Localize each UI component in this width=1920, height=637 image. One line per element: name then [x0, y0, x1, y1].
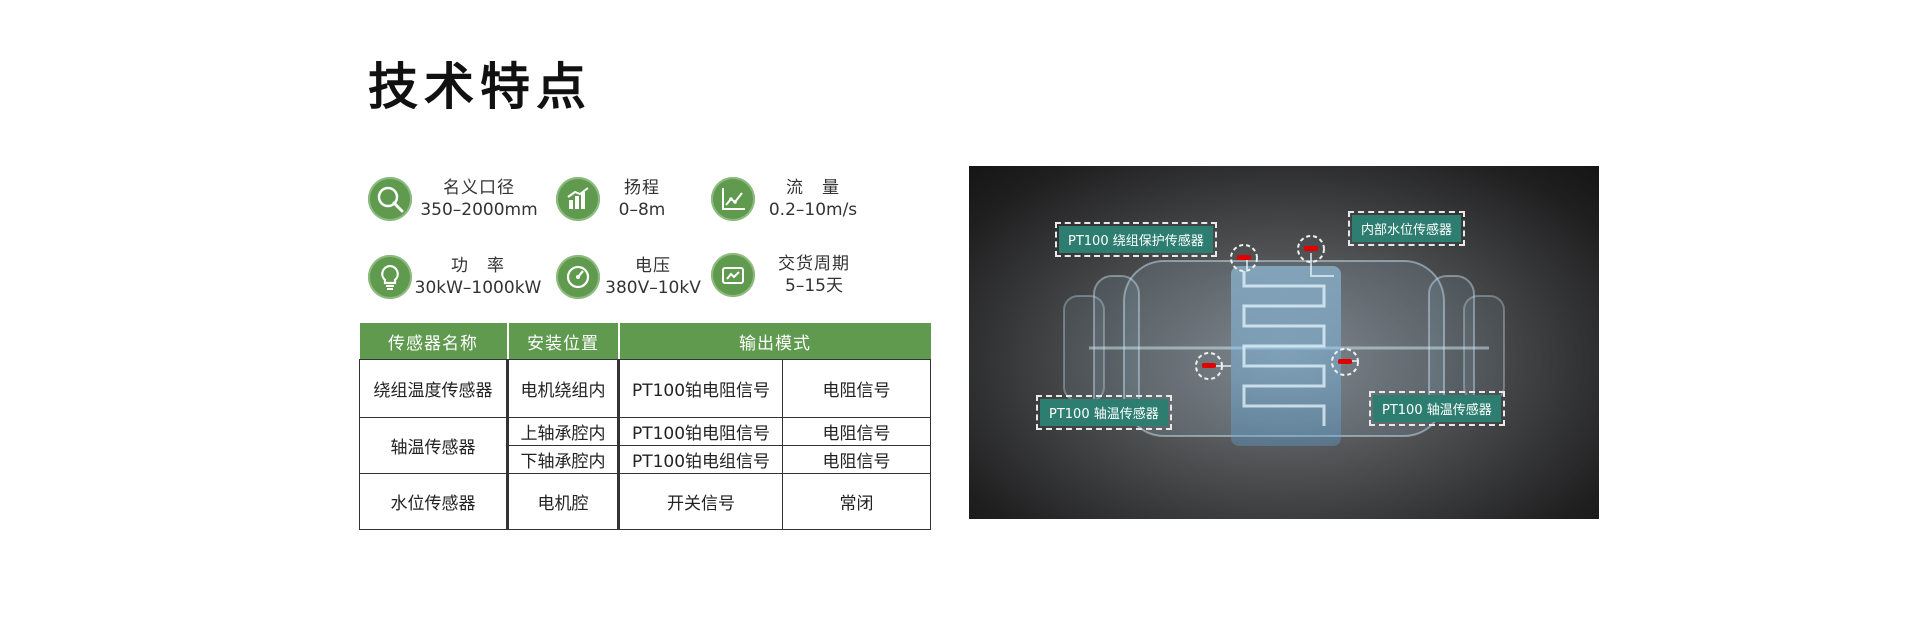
- spec-value: 380V–10kV: [605, 278, 701, 298]
- spec-label: 名义口径: [443, 178, 515, 198]
- table-row: 绕组温度传感器 电机绕组内 PT100铂电阻信号 电阻信号: [359, 359, 931, 418]
- spec-value: 350–2000mm: [420, 200, 538, 220]
- sensor-marker-water-level: [1297, 235, 1325, 263]
- cell-signal: 开关信号: [617, 473, 783, 530]
- magnifier-icon: [368, 177, 412, 221]
- cell-position: 上轴承腔内: [506, 417, 619, 446]
- spec-delivery: 交货周期 5–15天: [711, 253, 859, 297]
- label-bearing-sensor-right: PT100 轴温传感器: [1369, 391, 1505, 426]
- sensor-marker-bearing-left: [1195, 352, 1223, 380]
- header-install-position: 安装位置: [507, 323, 620, 360]
- cell-signal: PT100铂电阻信号: [617, 417, 783, 446]
- header-output-mode: 输出模式: [618, 323, 931, 360]
- line-chart-icon: [711, 177, 755, 221]
- sensor-marker-bearing-right: [1331, 348, 1359, 376]
- gauge-icon: [556, 255, 600, 299]
- motor-xray-illustration: [1063, 235, 1505, 446]
- page-title: 技术特点: [368, 58, 592, 116]
- header-sensor-name: 传感器名称: [359, 323, 509, 360]
- label-winding-sensor: PT100 绕组保护传感器: [1055, 222, 1217, 257]
- spec-head: 扬程 0–8m: [556, 177, 678, 221]
- table-row: 水位传感器 电机腔 开关信号 常闭: [359, 473, 931, 530]
- table-header-row: 传感器名称 安装位置 输出模式: [359, 323, 931, 360]
- motor-sensor-diagram: PT100 绕组保护传感器 内部水位传感器 PT100 轴温传感器 PT100 …: [969, 166, 1599, 519]
- spec-value: 5–15天: [785, 276, 843, 296]
- table-row: 轴温传感器 上轴承腔内 PT100铂电阻信号 电阻信号: [359, 417, 931, 474]
- sensor-marker-winding: [1230, 244, 1258, 272]
- cell-sensor-name: 绕组温度传感器: [359, 359, 508, 418]
- cell-position: 电机绕组内: [506, 359, 619, 418]
- bar-chart-icon: [556, 177, 600, 221]
- truck-icon: [711, 253, 755, 297]
- cell-signal-type: 常闭: [782, 473, 931, 530]
- cell-position: 下轴承腔内: [506, 445, 619, 474]
- label-bearing-sensor-left: PT100 轴温传感器: [1036, 395, 1172, 430]
- cell-signal-type: 电阻信号: [782, 359, 931, 418]
- spec-value: 0.2–10m/s: [768, 200, 858, 220]
- spec-label: 电压: [635, 256, 671, 276]
- cell-signal-type: 电阻信号: [782, 445, 931, 474]
- spec-label: 交货周期: [778, 254, 850, 274]
- spec-voltage: 电压 380V–10kV: [556, 255, 706, 299]
- cell-sensor-name: 轴温传感器: [359, 417, 508, 474]
- sensor-table: 传感器名称 安装位置 输出模式 绕组温度传感器 电机绕组内 PT100铂电阻信号…: [359, 323, 931, 530]
- spec-nominal-diameter: 名义口径 350–2000mm: [368, 177, 540, 221]
- cell-signal-type: 电阻信号: [782, 417, 931, 446]
- cell-position: 电机腔: [506, 473, 619, 530]
- bulb-icon: [368, 255, 412, 299]
- cell-signal: PT100铂电组信号: [617, 445, 783, 474]
- spec-label: 流 量: [786, 178, 840, 198]
- spec-value: 30kW–1000kW: [414, 278, 542, 298]
- cell-sensor-name: 水位传感器: [359, 473, 508, 530]
- spec-label: 功 率: [451, 256, 505, 276]
- cell-signal: PT100铂电阻信号: [617, 359, 783, 418]
- spec-value: 0–8m: [618, 200, 666, 220]
- spec-label: 扬程: [624, 178, 660, 198]
- spec-power: 功 率 30kW–1000kW: [368, 255, 546, 299]
- spec-flow: 流 量 0.2–10m/s: [711, 177, 863, 221]
- label-water-level-sensor: 内部水位传感器: [1347, 211, 1466, 246]
